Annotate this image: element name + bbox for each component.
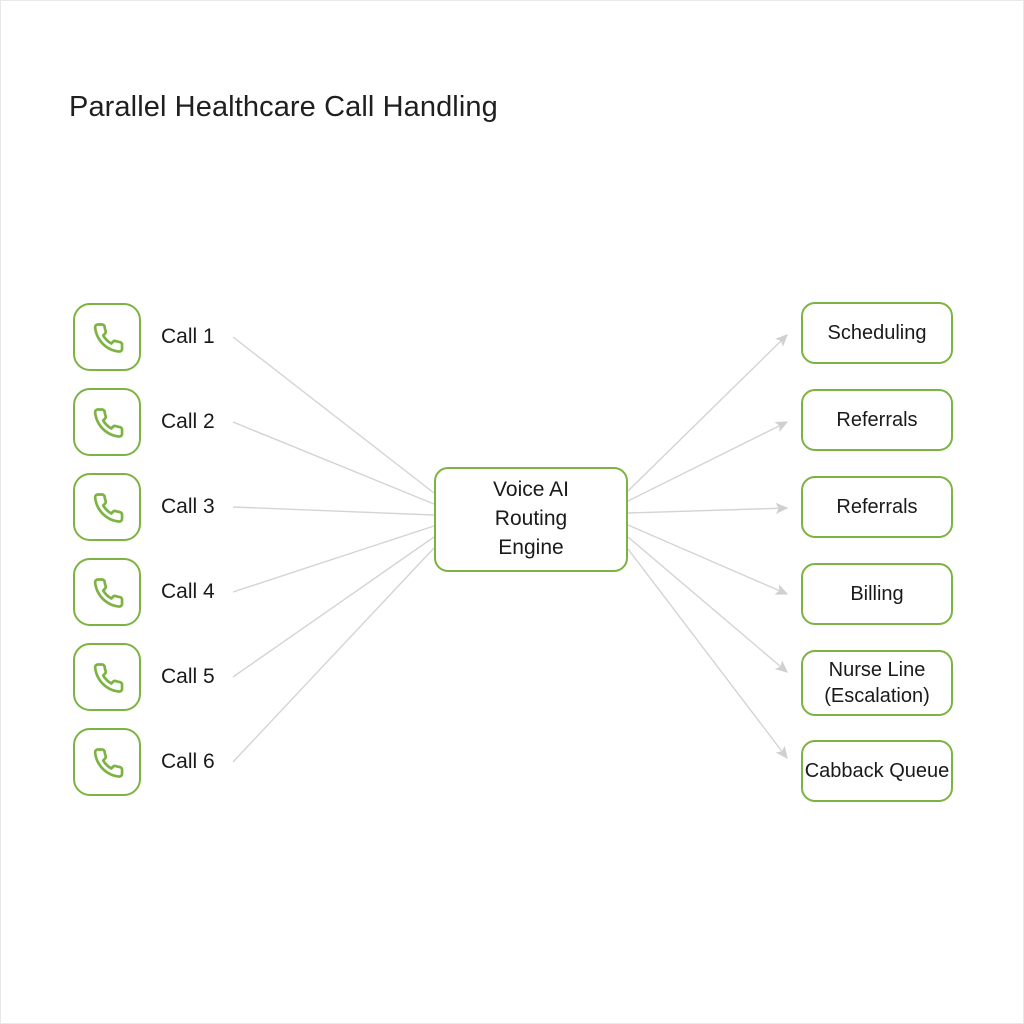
edge-call-2-to-hub	[232, 421, 435, 505]
edge-hub-to-callback-queue	[627, 548, 788, 760]
page-title: Parallel Healthcare Call Handling	[69, 91, 498, 123]
incoming-edges	[232, 336, 435, 763]
destination-referrals-1[interactable]: Referrals	[801, 389, 953, 451]
destination-nurse-line[interactable]: Nurse Line (Escalation)	[801, 650, 953, 716]
edge-hub-to-nurse-line	[627, 536, 789, 673]
source-call-3[interactable]: Call 3	[73, 473, 215, 541]
phone-icon	[73, 303, 141, 371]
destination-referrals-2[interactable]: Referrals	[801, 476, 953, 538]
edge-call-3-to-hub	[232, 506, 435, 516]
source-call-label: Call 6	[161, 750, 215, 773]
destination-billing[interactable]: Billing	[801, 563, 953, 625]
outgoing-edges	[627, 334, 789, 760]
phone-icon	[73, 473, 141, 541]
source-call-2[interactable]: Call 2	[73, 388, 215, 456]
phone-icon	[73, 558, 141, 626]
source-call-4[interactable]: Call 4	[73, 558, 215, 626]
voice-ai-routing-engine-node[interactable]: Voice AI Routing Engine	[434, 467, 628, 572]
source-call-1[interactable]: Call 1	[73, 303, 215, 371]
phone-icon	[73, 643, 141, 711]
source-call-label: Call 2	[161, 410, 215, 433]
destination-scheduling[interactable]: Scheduling	[801, 302, 953, 364]
edge-hub-to-scheduling	[627, 334, 788, 492]
source-call-label: Call 1	[161, 325, 215, 348]
edge-call-4-to-hub	[232, 525, 435, 593]
source-call-label: Call 3	[161, 495, 215, 518]
destination-callback-queue[interactable]: Cabback Queue	[801, 740, 953, 802]
phone-icon	[73, 728, 141, 796]
edge-call-1-to-hub	[232, 336, 435, 494]
phone-icon	[73, 388, 141, 456]
edge-call-5-to-hub	[232, 536, 435, 678]
source-call-5[interactable]: Call 5	[73, 643, 215, 711]
source-call-label: Call 5	[161, 665, 215, 688]
edge-hub-to-referrals-2	[627, 502, 789, 514]
source-call-label: Call 4	[161, 580, 215, 603]
source-call-6[interactable]: Call 6	[73, 728, 215, 796]
edge-hub-to-referrals-1	[627, 421, 789, 502]
edge-call-6-to-hub	[232, 547, 435, 763]
edge-hub-to-billing	[627, 524, 789, 595]
